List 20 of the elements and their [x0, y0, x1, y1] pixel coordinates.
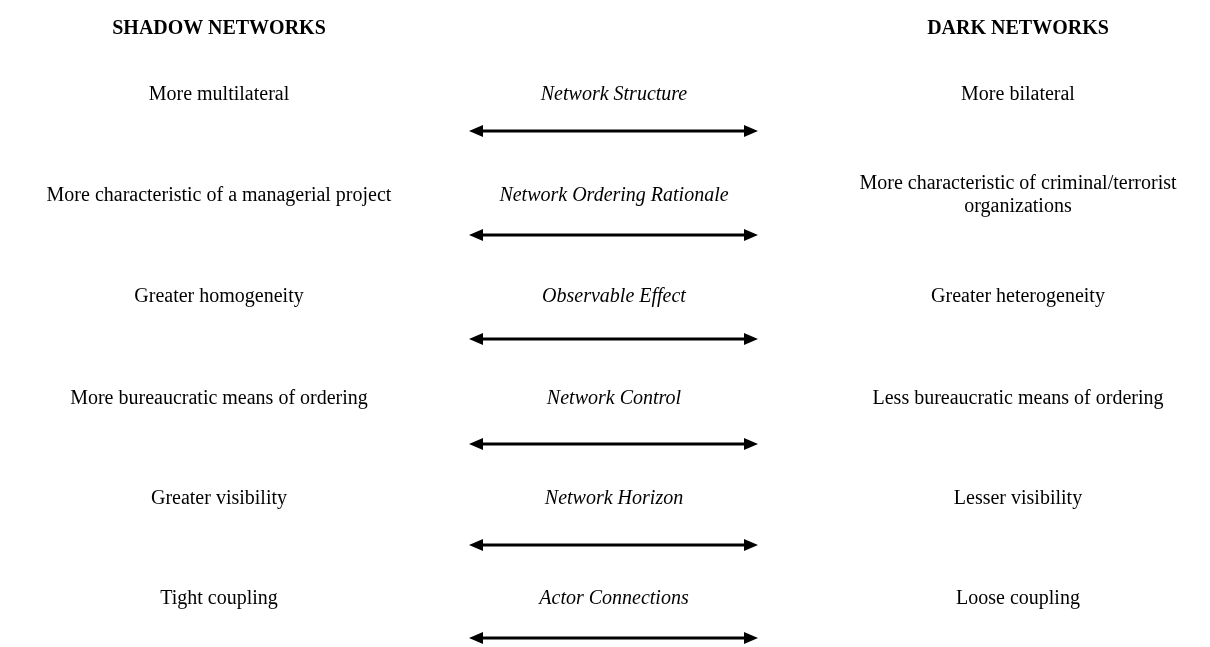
- column-heading: DARK NETWORKS: [926, 15, 1110, 39]
- trait-text: More bilateral: [960, 81, 1076, 105]
- dimension-label: Network Ordering Rationale: [498, 182, 730, 206]
- trait-text: More multilateral: [147, 81, 291, 105]
- dimension-label: Network Control: [545, 385, 683, 409]
- trait-text: More bureaucratic means of ordering: [69, 385, 369, 409]
- trait-text: Greater visibility: [149, 485, 289, 509]
- dimension-label: Observable Effect: [541, 283, 687, 307]
- column-heading: SHADOW NETWORKS: [111, 15, 327, 39]
- trait-text: More characteristic of a managerial project: [45, 182, 393, 206]
- dimension-label: Network Horizon: [543, 485, 685, 509]
- trait-text: More characteristic of criminal/terrorist organizations: [858, 171, 1178, 217]
- trait-text: Lesser visibility: [952, 485, 1084, 509]
- trait-text: Greater heterogeneity: [930, 283, 1106, 307]
- trait-text: Loose coupling: [955, 585, 1081, 609]
- trait-text: Less bureaucratic means of ordering: [871, 385, 1165, 409]
- trait-text: Greater homogeneity: [133, 283, 305, 307]
- dimension-label: Network Structure: [539, 81, 689, 105]
- dimension-label: Actor Connections: [537, 585, 690, 609]
- trait-text: Tight coupling: [159, 585, 279, 609]
